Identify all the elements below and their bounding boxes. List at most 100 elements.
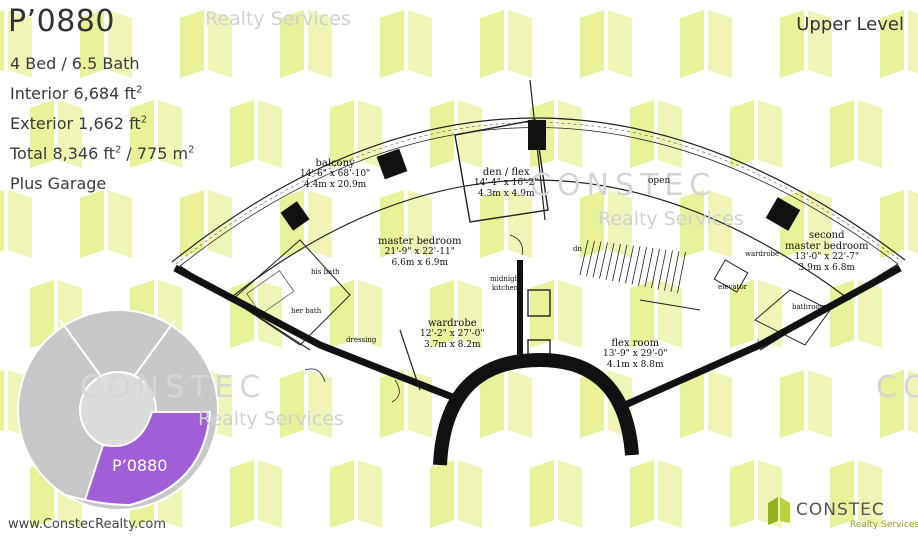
background-hex-tile	[180, 10, 204, 78]
spec-total-text: Total 8,346 ft	[10, 144, 115, 163]
room-wardrobe-small: wardrobe	[745, 250, 780, 258]
background-hex-tile	[780, 10, 804, 78]
background-hex-tile	[408, 10, 432, 78]
brand-logo-mark	[768, 497, 790, 525]
room-flex: flex room 13'-9" x 29'-0" 4.1m x 8.8m	[603, 338, 667, 371]
background-hex-tile	[880, 190, 904, 258]
background-hex-tile	[830, 100, 854, 168]
room-laundry: lnd	[757, 339, 769, 347]
room-second-name-2: master bedroom	[785, 241, 869, 252]
spec-exterior-text: Exterior 1,662 ft	[10, 114, 141, 133]
background-hex-tile	[408, 190, 432, 258]
den-walls	[454, 119, 549, 223]
watermark-sub-center: Realty Services	[598, 208, 744, 230]
spec-exterior-sup: 2	[140, 114, 148, 126]
background-hex-tile	[358, 460, 382, 528]
background-hex-tile	[30, 280, 54, 348]
bathtub	[246, 270, 295, 315]
background-hex-tile	[0, 370, 4, 432]
background-hex-tile	[380, 10, 404, 78]
spec-total: Total 8,346 ft2 / 775 m2	[10, 144, 195, 163]
key-plan	[17, 309, 219, 511]
background-hex-tile	[908, 190, 918, 254]
room-second-name-1: second	[808, 230, 845, 241]
background-hex-tile	[780, 370, 804, 438]
room-her-bath: her bath	[291, 307, 322, 315]
background-hex-tile	[708, 10, 732, 78]
background-hex-tile	[758, 100, 782, 168]
background-hex-tile	[530, 460, 554, 528]
room-flex-dim-metric: 4.1m x 8.8m	[606, 360, 664, 370]
background-hex-tile	[830, 460, 854, 528]
background-hex-tile	[480, 10, 504, 78]
background-hex-tile	[880, 10, 904, 78]
background-hex-tile	[430, 460, 454, 528]
room-balcony-name: balcony	[315, 158, 355, 169]
room-den-dim-imperial: 14'-4" x 16'-2"	[474, 178, 539, 188]
den-column	[528, 120, 546, 150]
stair-tread	[670, 251, 680, 292]
door-swing-1	[304, 368, 326, 383]
stair-tread	[657, 249, 667, 290]
room-his-bath: his bath	[311, 268, 340, 276]
stair-tread	[579, 239, 589, 276]
column-right	[765, 197, 801, 231]
background-hex-tile	[530, 280, 554, 348]
background-hex-tile	[858, 280, 882, 348]
brand-block: CONSTEC Realty Services	[766, 498, 918, 534]
stair-tread	[638, 247, 647, 286]
background-hex-tile	[358, 280, 382, 348]
background-hex-tile	[230, 280, 254, 348]
room-master-dim-imperial: 21'-9" x 22'-11"	[384, 247, 455, 257]
background-hex-tile	[430, 280, 454, 348]
room-second-dim-metric: 3.9m x 6.8m	[798, 263, 856, 273]
background-hex-tile	[458, 100, 482, 168]
column-balcony	[376, 148, 408, 180]
background-hex-tile	[80, 10, 104, 78]
brand-sub: Realty Services	[850, 520, 918, 530]
watermark-name-left: CONSTEC	[80, 370, 267, 405]
background-hex-tile	[258, 460, 282, 528]
stair-tread	[605, 243, 615, 280]
exterior-wall-left	[173, 264, 462, 404]
spec-garage: Plus Garage	[10, 174, 107, 193]
background-hex-tile	[380, 190, 404, 258]
door-swing-2	[391, 379, 400, 403]
watermark-name-center: CONSTEC	[530, 168, 717, 203]
background-hex-tile	[208, 190, 232, 258]
stair-tread	[612, 243, 621, 282]
background-hex-tile	[230, 460, 254, 528]
room-flex-dim-imperial: 13'-9" x 29'-0"	[603, 349, 668, 359]
stair-tread	[644, 247, 654, 288]
background-hex-tile	[8, 10, 32, 78]
background-hex-tile	[830, 280, 854, 348]
spec-interior-text: Interior 6,684 ft	[10, 84, 136, 103]
room-bathroom: bathroom	[792, 303, 827, 311]
room-balcony-dim-metric: 4.4m x 20.9m	[303, 180, 367, 190]
background-hex-tile	[708, 370, 732, 438]
spec-interior: Interior 6,684 ft2	[10, 84, 142, 103]
room-master-dim-metric: 6.6m x 6.9m	[391, 258, 449, 268]
background-hex-tile	[330, 100, 354, 168]
wardrobe-partition	[399, 329, 421, 391]
spec-beds-baths: 4 Bed / 6.5 Bath	[10, 54, 140, 73]
watermark-sub-left: Realty Services	[198, 408, 344, 430]
room-dressing: dressing	[346, 336, 377, 344]
room-den: den / flex 14'-4" x 16'-2" 4.3m x 4.9m	[474, 167, 538, 200]
background-hex-tile	[308, 10, 332, 78]
flex-partition	[639, 299, 701, 311]
background-hex-tile	[630, 280, 654, 348]
watermark-name-right: CONSTEC	[876, 370, 918, 405]
background-hex-tile	[130, 100, 154, 168]
background-hex-tile	[680, 10, 704, 78]
background-hex-tile	[80, 190, 104, 258]
stair-tread	[625, 245, 634, 284]
spec-total-metric: / 775 m	[121, 144, 189, 163]
background-hex-tile	[858, 460, 882, 528]
spec-total-sup: 2	[114, 144, 122, 156]
background-hex-tile	[808, 190, 832, 258]
background-hex-tile	[808, 370, 832, 438]
his-her-bath	[231, 239, 351, 346]
background-hex-tile	[730, 100, 754, 168]
key-plan-highlight	[64, 411, 212, 507]
